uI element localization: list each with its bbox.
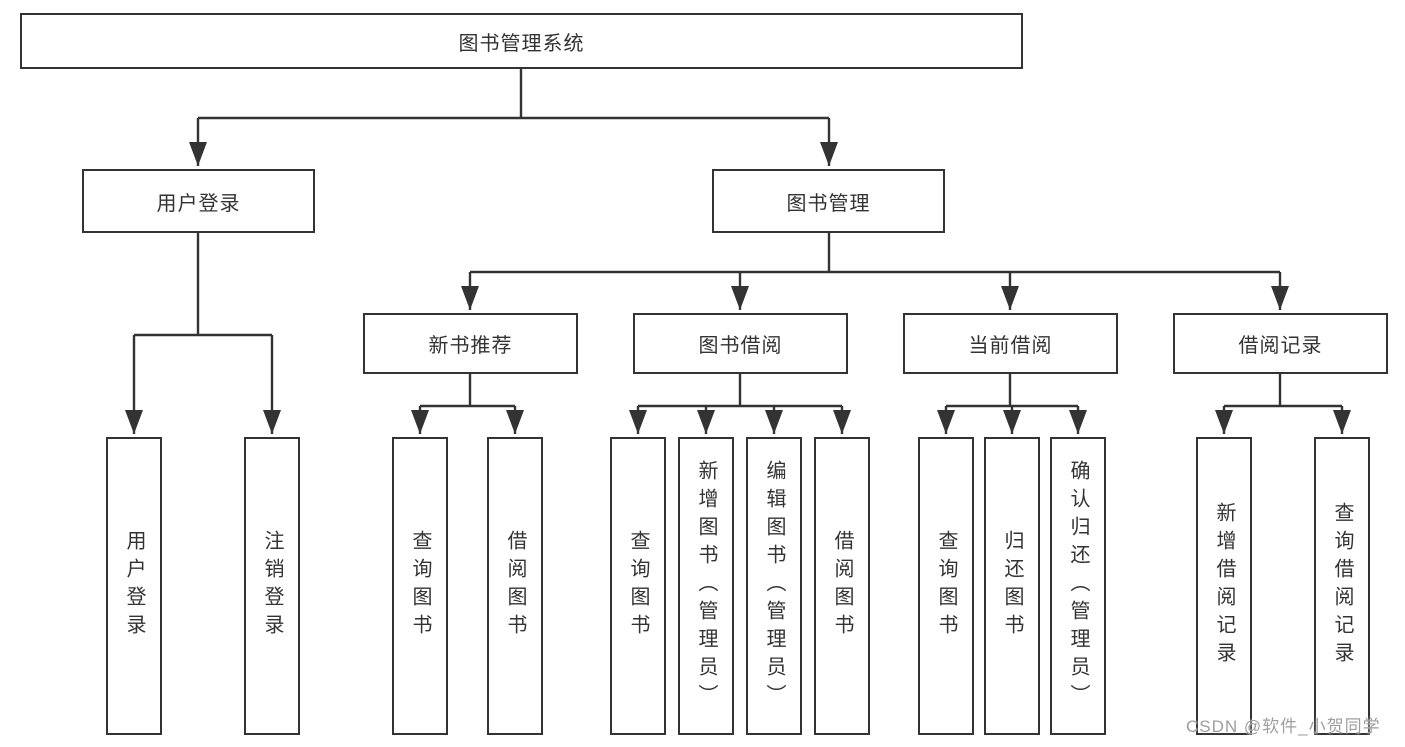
leaf-confirm-return-admin: 确认归还（管理员） <box>1050 437 1106 735</box>
leaf-borrow-books-1: 借阅图书 <box>487 437 543 735</box>
leaf-edit-book-admin: 编辑图书（管理员） <box>746 437 802 735</box>
leaf-query-books-3-label: 查询图书 <box>935 530 957 642</box>
leaf-edit-book-admin-label: 编辑图书（管理员） <box>763 460 785 712</box>
leaf-borrow-books-1-label: 借阅图书 <box>504 530 526 642</box>
node-library-system: 图书管理系统 <box>20 13 1023 69</box>
node-current-borrow-label: 当前借阅 <box>968 335 1053 357</box>
node-user-login-label: 用户登录 <box>156 192 241 215</box>
node-book-management-label: 图书管理 <box>786 192 871 215</box>
leaf-query-borrow-record: 查询借阅记录 <box>1314 437 1370 735</box>
leaf-confirm-return-admin-label: 确认归还（管理员） <box>1067 460 1089 712</box>
node-book-borrow: 图书借阅 <box>633 313 848 374</box>
leaf-borrow-books-2-label: 借阅图书 <box>831 530 853 642</box>
leaf-query-books-3: 查询图书 <box>918 437 974 735</box>
leaf-return-book-label: 归还图书 <box>1001 530 1023 642</box>
leaf-query-books-2-label: 查询图书 <box>627 530 649 642</box>
leaf-query-books-1-label: 查询图书 <box>409 530 431 642</box>
node-book-borrow-label: 图书借阅 <box>698 335 783 357</box>
leaf-add-book-admin-label: 新增图书（管理员） <box>695 460 717 712</box>
leaf-logout: 注销登录 <box>244 437 300 735</box>
node-new-book-recommend-label: 新书推荐 <box>428 335 513 357</box>
node-current-borrow: 当前借阅 <box>903 313 1118 374</box>
node-user-login: 用户登录 <box>82 169 315 233</box>
leaf-query-books-1: 查询图书 <box>392 437 448 735</box>
leaf-user-login: 用户登录 <box>106 437 162 735</box>
leaf-add-borrow-record-label: 新增借阅记录 <box>1213 502 1235 670</box>
leaf-user-login-label: 用户登录 <box>123 530 145 642</box>
leaf-return-book: 归还图书 <box>984 437 1040 735</box>
leaf-add-book-admin: 新增图书（管理员） <box>678 437 734 735</box>
leaf-query-books-2: 查询图书 <box>610 437 666 735</box>
leaf-logout-label: 注销登录 <box>261 530 283 642</box>
csdn-watermark: CSDN @软件_小贺同学 <box>1186 717 1381 736</box>
node-new-book-recommend: 新书推荐 <box>363 313 578 374</box>
node-library-system-label: 图书管理系统 <box>458 32 585 55</box>
leaf-borrow-books-2: 借阅图书 <box>814 437 870 735</box>
leaf-add-borrow-record: 新增借阅记录 <box>1196 437 1252 735</box>
node-borrow-records-label: 借阅记录 <box>1238 335 1323 357</box>
node-borrow-records: 借阅记录 <box>1173 313 1388 374</box>
leaf-query-borrow-record-label: 查询借阅记录 <box>1331 502 1353 670</box>
node-book-management: 图书管理 <box>712 169 945 233</box>
